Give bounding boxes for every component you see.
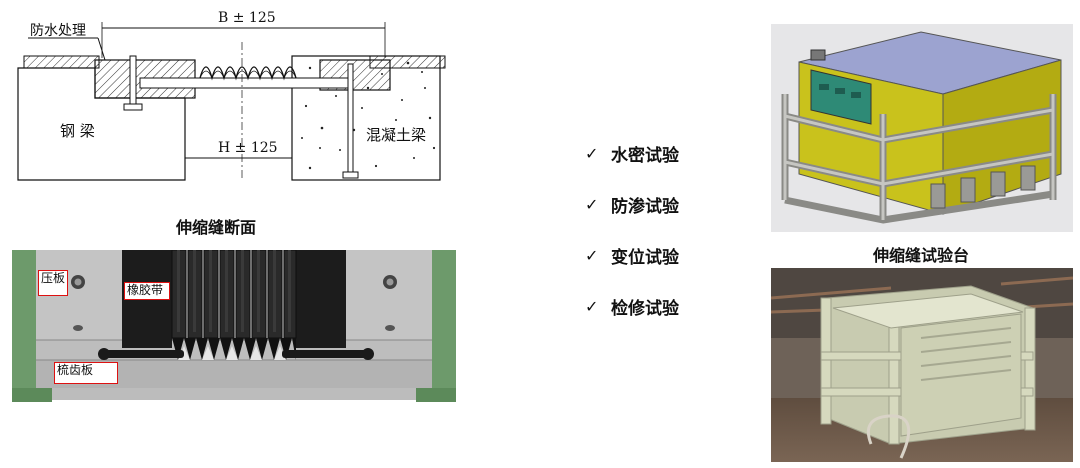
concrete-beam-label: 混凝土梁 (366, 124, 427, 145)
rubber-band-waves (199, 66, 297, 81)
press-plate-label: 压板 (38, 270, 68, 296)
test-rig-drawing (771, 24, 1073, 232)
left-bolt (129, 55, 137, 107)
rubber-band-label: 橡胶带 (124, 282, 170, 300)
joint-3d-render (12, 249, 456, 432)
test-item-seepage: ✓ 防渗试验 (585, 179, 755, 230)
check-icon: ✓ (585, 246, 599, 265)
left-pavement (23, 55, 100, 69)
test-item-maintenance: ✓ 检修试验 (585, 281, 755, 332)
right-anchor-plate (319, 59, 391, 91)
comb-plate-label: 梳齿板 (54, 362, 118, 384)
expansion-joint-cross-section: 防水处理 B ± 125 H ± 125 钢 梁 混凝土梁 (10, 8, 460, 188)
cross-section-drawing (17, 22, 446, 181)
test-item-watertight: ✓ 水密试验 (585, 128, 755, 179)
test-rig-caption: 伸缩缝试验台 (873, 246, 970, 265)
test-rig-photo-image (770, 268, 1074, 462)
rig-clamps (930, 165, 1036, 209)
test-item-label: 水密试验 (611, 146, 679, 166)
waterproof-label: 防水处理 (30, 23, 86, 39)
bolt-heads (71, 275, 397, 331)
joint-3d-model: 压板 橡胶带 梳齿板 (12, 249, 456, 432)
test-item-label: 检修试验 (611, 299, 679, 319)
rubber-block-right (296, 250, 346, 348)
steel-beam-label: 钢 梁 (60, 122, 95, 140)
check-icon: ✓ (585, 144, 599, 163)
test-rig-render (771, 24, 1073, 232)
centre-deck (139, 77, 351, 89)
test-checklist: ✓ 水密试验 ✓ 防渗试验 ✓ 变位试验 ✓ 检修试验 (585, 128, 755, 332)
test-item-displacement: ✓ 变位试验 (585, 230, 755, 281)
check-icon: ✓ (585, 297, 599, 316)
test-item-label: 防渗试验 (611, 197, 679, 217)
bolt-bar (98, 348, 374, 360)
h-dimension-label: H ± 125 (218, 140, 278, 156)
test-rig-photo (770, 268, 1074, 462)
b-dimension-label: B ± 125 (218, 10, 276, 26)
right-anchor-bolt (347, 63, 354, 177)
cross-section-caption: 伸缩缝断面 (176, 218, 257, 237)
rubber-folds (171, 249, 297, 339)
test-item-label: 变位试验 (611, 248, 679, 268)
rig-control-panel (810, 69, 872, 125)
rig-frame-highlight (783, 94, 1055, 220)
check-icon: ✓ (585, 195, 599, 214)
